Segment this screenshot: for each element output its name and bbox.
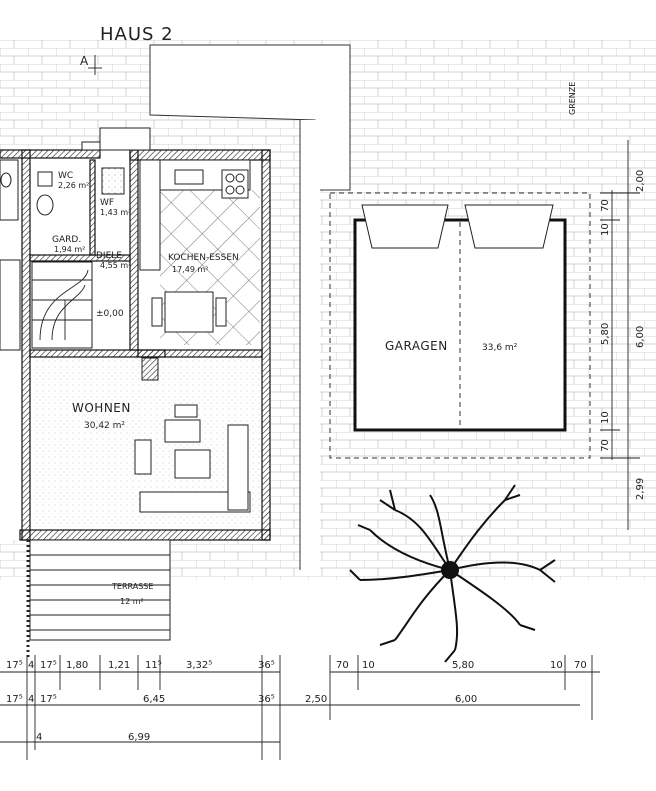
level-mark: ±0,00: [96, 309, 124, 319]
dim-label: 1,21: [108, 660, 130, 671]
room-label-wohnen: WOHNEN: [72, 401, 131, 415]
dim-label: 5,80: [600, 323, 611, 345]
house-title: HAUS 2: [100, 24, 174, 45]
dim-label: 6,00: [635, 326, 646, 348]
room-area-diele: 4,55 m²: [100, 261, 131, 270]
dim-label: 6,00: [455, 694, 477, 705]
dim-label: 2,50: [305, 694, 327, 705]
dim-label: 11⁵: [145, 660, 162, 671]
kitchen-counter: [139, 159, 251, 271]
terrace: [26, 539, 171, 660]
dim-label: 10: [600, 411, 611, 424]
dim-label: 10: [600, 223, 611, 236]
dim-label: 17⁵: [40, 694, 57, 705]
dim-label: 36⁵: [258, 660, 275, 671]
boundary-label: GRENZE: [568, 82, 577, 115]
room-area-garagen: 33,6 m²: [482, 343, 518, 353]
chimney: [141, 357, 159, 381]
svg-text:A: A: [80, 54, 89, 68]
section-marker-top: A: [80, 54, 102, 75]
dim-label: 10: [362, 660, 375, 671]
dim-label: 70: [336, 660, 349, 671]
dim-label: 5,80: [452, 660, 474, 671]
dining-table: [151, 291, 227, 333]
dim-label: 2,99: [635, 478, 646, 500]
dim-label: 17⁵: [40, 660, 57, 671]
room-label-wf: WF: [100, 198, 114, 208]
room-label-kochen: KOCHEN-ESSEN: [168, 253, 239, 263]
dim-label: 70: [574, 660, 587, 671]
dim-label: 4: [28, 694, 34, 705]
dim-label: 4: [36, 732, 42, 743]
dim-label: 1,80: [66, 660, 88, 671]
dim-label: 10: [550, 660, 563, 671]
room-area-terrasse: 12 m²: [120, 597, 144, 606]
room-label-gard: GARD.: [52, 235, 81, 245]
dim-label: 3,32⁵: [186, 660, 212, 671]
room-area-wf: 1,43 m²: [100, 208, 131, 217]
room-area-wohnen: 30,42 m²: [84, 421, 125, 431]
dim-label: 17⁵: [6, 660, 23, 671]
room-label-diele: DIELE: [96, 251, 122, 261]
dim-label: 2,00: [635, 170, 646, 192]
wc-fixtures: [36, 167, 125, 216]
garage: [329, 192, 591, 459]
room-label-terrasse: TERRASSE: [111, 582, 153, 591]
living-furniture: [134, 404, 251, 513]
room-area-gard: 1,94 m²: [54, 245, 85, 254]
tree-symbol: [349, 484, 556, 663]
dim-label: 17⁵: [6, 694, 23, 705]
dim-label: 70: [600, 439, 611, 452]
neighbor-house: [0, 159, 21, 351]
dim-label: 6,99: [128, 732, 150, 743]
dimension-lines: [0, 140, 640, 760]
dim-label: 70: [600, 199, 611, 212]
dim-label: 4: [28, 660, 34, 671]
room-area-wc: 2,26 m²: [58, 181, 89, 190]
dim-label: 6,45: [143, 694, 165, 705]
room-label-wc: WC: [58, 171, 73, 181]
room-label-garagen: GARAGEN: [385, 339, 448, 353]
room-area-kochen: 17,49 m²: [172, 265, 208, 274]
staircase: [31, 261, 93, 349]
dim-label: 36⁵: [258, 694, 275, 705]
